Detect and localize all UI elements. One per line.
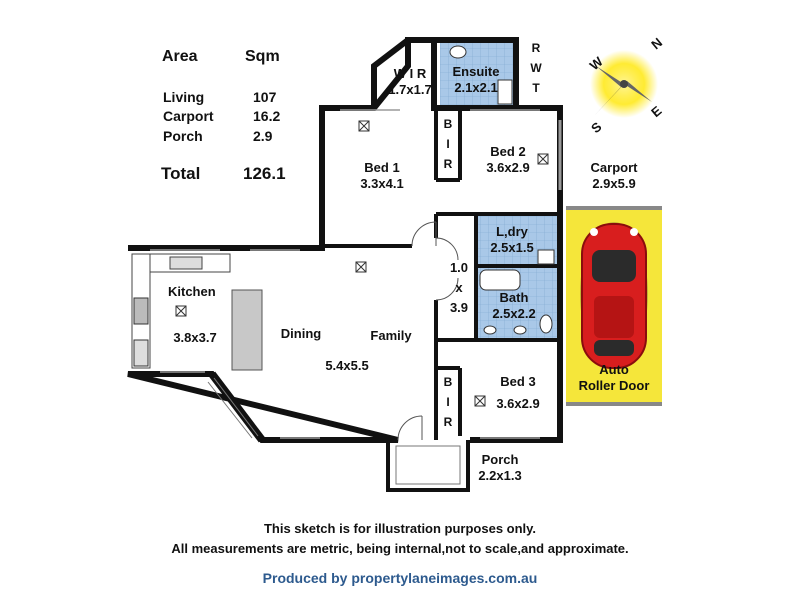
- total-label: Total: [161, 164, 201, 183]
- compass-icon: [590, 50, 658, 118]
- car-icon: [580, 222, 648, 369]
- room-bed3-size: 3.6x2.9: [496, 396, 540, 411]
- room-family-size: 5.4x5.5: [325, 358, 369, 373]
- porch-outline: [386, 440, 470, 492]
- disclaimer-line-1: This sketch is for illustration purposes…: [263, 521, 537, 536]
- area-header: Area: [162, 48, 198, 65]
- area-row-value: 107: [253, 89, 277, 105]
- room-bed3-name: Bed 3: [500, 374, 536, 389]
- room-family-name: Family: [370, 328, 412, 343]
- area-row-label: Living: [163, 89, 205, 105]
- bay-window: [208, 371, 266, 443]
- room-kitchen-name: Kitchen: [168, 284, 216, 299]
- kitchen-island: [231, 289, 263, 371]
- credit-line: Produced by propertylaneimages.com.au: [262, 570, 538, 586]
- area-row-label: Porch: [163, 128, 203, 144]
- room-dining: Dining: [280, 326, 322, 341]
- sqm-header: Sqm: [245, 48, 280, 65]
- disclaimer-line-2: All measurements are metric, being inter…: [171, 541, 629, 556]
- area-row-label: Carport: [163, 108, 214, 124]
- area-row-value: 16.2: [253, 108, 281, 124]
- area-row-value: 2.9: [253, 128, 273, 144]
- total-value: 126.1: [243, 164, 286, 183]
- room-kitchen-size: 3.8x3.7: [173, 330, 217, 345]
